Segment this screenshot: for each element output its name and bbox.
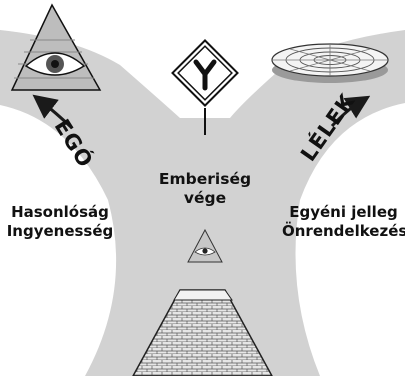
- right-traits: Egyéni jelleg Önrendelkezés: [282, 203, 405, 241]
- left-traits: Hasonlóság Ingyenesség: [0, 203, 120, 241]
- center-label: Emberiség vége: [130, 170, 280, 209]
- left-trait-2: Ingyenesség: [0, 222, 120, 241]
- center-label-line1: Emberiség: [130, 170, 280, 189]
- right-trait-2: Önrendelkezés: [282, 222, 405, 241]
- concentric-target-disc-icon: [272, 44, 388, 83]
- right-trait-1: Egyéni jelleg: [282, 203, 405, 222]
- left-trait-1: Hasonlóság: [0, 203, 120, 222]
- center-label-line2: vége: [130, 189, 280, 208]
